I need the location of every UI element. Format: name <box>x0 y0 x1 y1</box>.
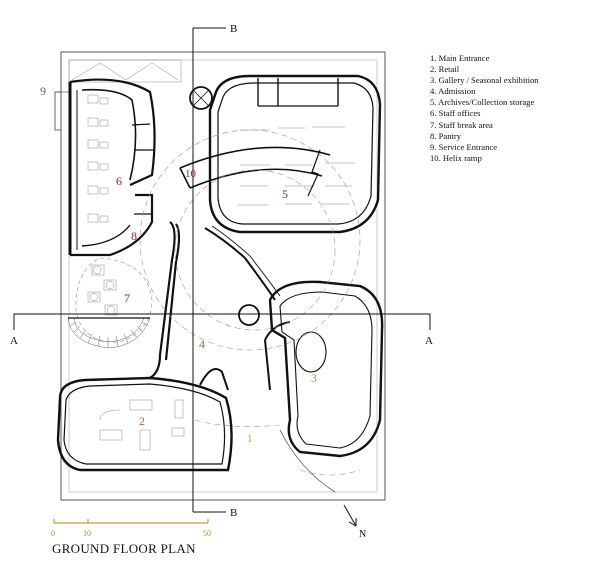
room-label-7: 7 <box>124 291 130 305</box>
building-inner-outline <box>68 59 378 493</box>
scale-tick-10: 10 <box>83 529 91 538</box>
section-label-b-bottom: B <box>230 507 237 519</box>
helix-ramp <box>179 146 331 189</box>
retail-walls <box>56 368 233 472</box>
legend-item: 7. Staff break area <box>430 119 493 130</box>
gallery-walls <box>264 280 384 458</box>
gallery-sculpture <box>295 331 327 373</box>
north-arrow-icon <box>343 504 357 527</box>
staff-offices-walls <box>68 78 156 257</box>
room-label-5: 5 <box>282 187 288 201</box>
entrance-sweep <box>279 429 336 493</box>
scale-tick-0: 0 <box>51 529 55 538</box>
section-label-a-left: A <box>10 335 18 347</box>
room-label-8: 8 <box>131 229 137 243</box>
column-top <box>189 86 213 110</box>
legend-item: 4. Admission <box>430 86 476 97</box>
legend-item: 6. Staff offices <box>430 108 481 119</box>
legend-item: 2. Retail <box>430 64 460 75</box>
break-line <box>307 149 321 197</box>
corridor-wall-inner <box>211 225 281 297</box>
office-desks <box>87 94 109 223</box>
legend-item: 10. Helix ramp <box>430 152 482 163</box>
central-wall <box>149 221 181 379</box>
corridor-wall <box>204 227 276 301</box>
room-label-10: 10 <box>185 168 197 180</box>
building-outline <box>60 51 386 501</box>
room-label-9: 9 <box>40 84 46 98</box>
service-strip <box>68 59 182 83</box>
archive-shelves <box>238 126 355 206</box>
room-label-4: 4 <box>199 337 205 351</box>
legend-item: 8. Pantry <box>430 130 462 141</box>
scale-tick-50: 50 <box>203 529 211 538</box>
section-label-a-right: A <box>425 335 433 347</box>
break-area <box>75 257 153 343</box>
section-line-a <box>13 313 431 330</box>
legend-item: 9. Service Entrance <box>430 141 498 152</box>
section-line-b <box>192 27 226 513</box>
legend-item: 5. Archives/Collection storage <box>430 97 535 108</box>
column-center <box>238 304 260 326</box>
room-label-3: 3 <box>311 371 317 385</box>
room-label-6: 6 <box>116 174 122 188</box>
archives-walls <box>208 74 382 234</box>
legend-item: 1. Main Entrance <box>430 53 490 63</box>
section-label-b-top: B <box>230 23 237 35</box>
radial-stair <box>67 317 151 349</box>
retail-fixtures <box>99 399 185 451</box>
circulation-paths <box>139 129 361 476</box>
legend-item: 3. Gallery / Seasonal exhibition <box>430 75 539 86</box>
room-label-2: 2 <box>139 414 145 428</box>
legend: 1. Main Entrance 2. Retail 3. Gallery / … <box>430 53 539 164</box>
plan-title: GROUND FLOOR PLAN <box>52 541 196 556</box>
scale-bar <box>53 519 209 524</box>
room-label-1: 1 <box>247 433 253 445</box>
north-label: N <box>359 529 366 540</box>
service-entrance-notch <box>54 91 61 131</box>
